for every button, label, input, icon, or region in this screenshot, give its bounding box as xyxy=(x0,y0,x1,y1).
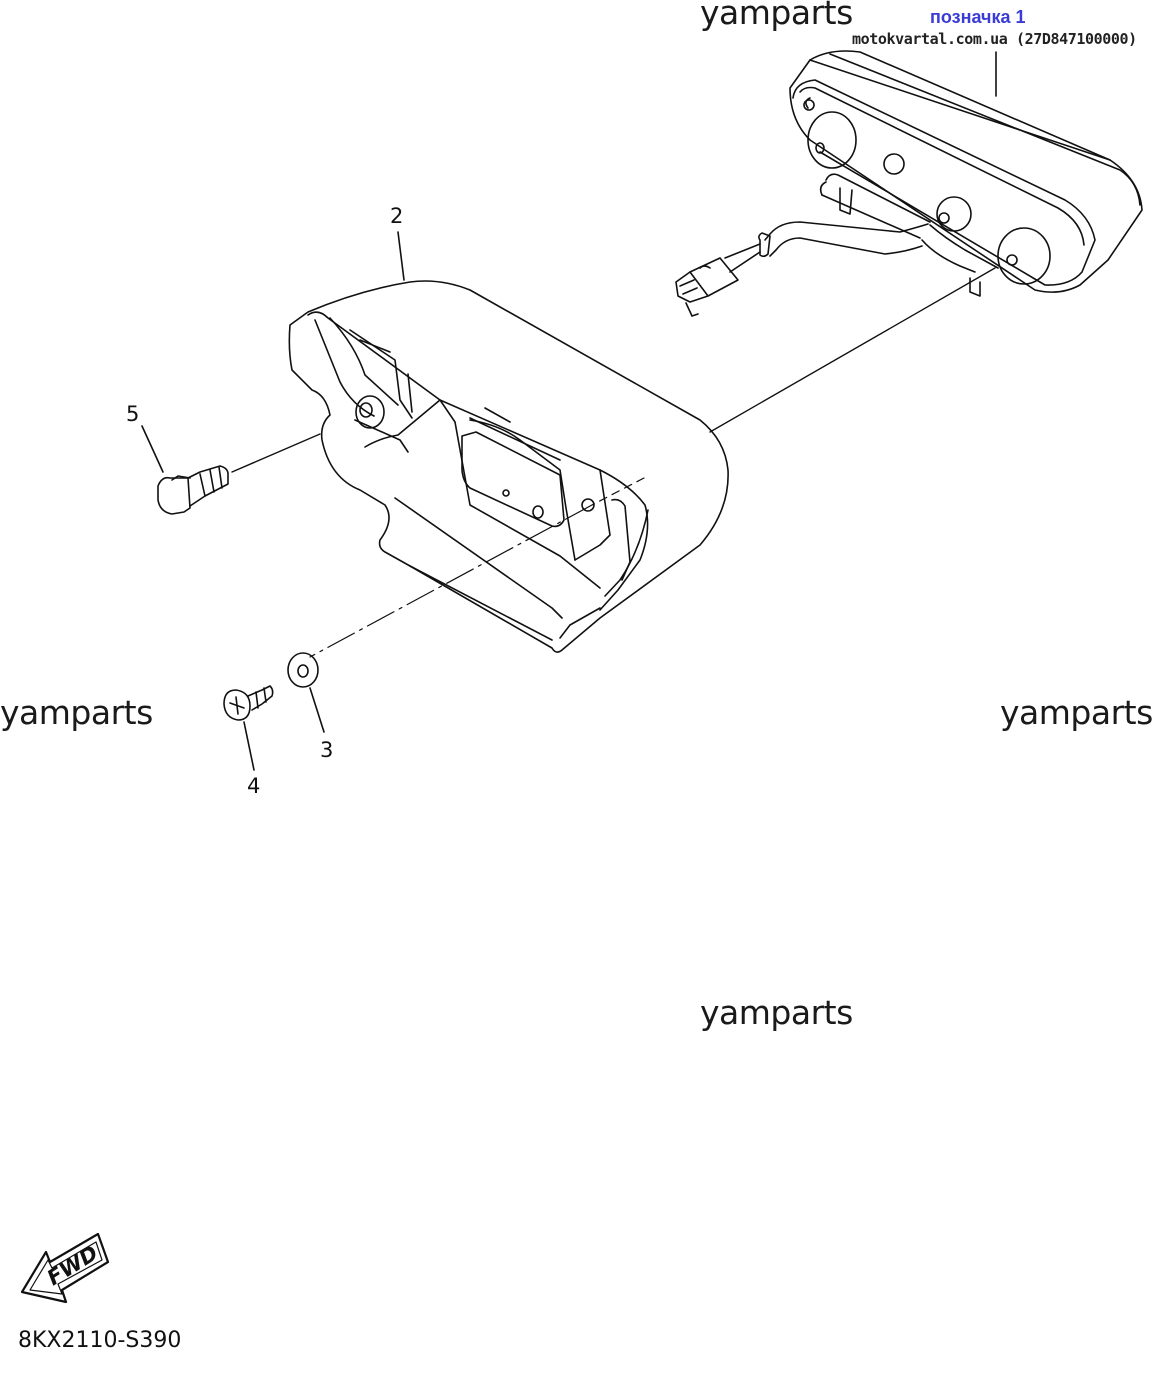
tail-light-assembly xyxy=(675,50,1143,317)
leader-line-4 xyxy=(243,721,255,771)
watermark-top: yamparts xyxy=(700,0,853,32)
alignment-line-upper xyxy=(709,267,996,433)
washer-part-3 xyxy=(287,652,319,688)
leader-line-3 xyxy=(309,687,325,733)
callout-4: 4 xyxy=(247,774,261,798)
alignment-line-bolt xyxy=(231,433,321,473)
figure-code: 8KX2110-S390 xyxy=(18,1328,182,1353)
watermark-right: yamparts xyxy=(1000,693,1153,732)
callout-5: 5 xyxy=(126,402,140,426)
tail-light-cover xyxy=(288,280,729,653)
leader-line-5 xyxy=(141,425,164,473)
bolt-part-5 xyxy=(157,465,229,515)
fwd-arrow-icon: FWD xyxy=(20,1232,110,1304)
reference-label: позначка 1 xyxy=(930,7,1026,27)
callout-3: 3 xyxy=(320,738,334,762)
reference-site: motokvartal.com.ua (27D847100000) xyxy=(852,30,1137,48)
callout-2: 2 xyxy=(390,204,404,228)
alignment-line-hidden xyxy=(591,477,645,506)
alignment-line-washer xyxy=(309,504,593,658)
watermark-bottom: yamparts xyxy=(700,993,853,1032)
watermark-left: yamparts xyxy=(0,693,153,732)
leader-line-2 xyxy=(397,231,405,281)
screw-part-4 xyxy=(223,685,274,721)
